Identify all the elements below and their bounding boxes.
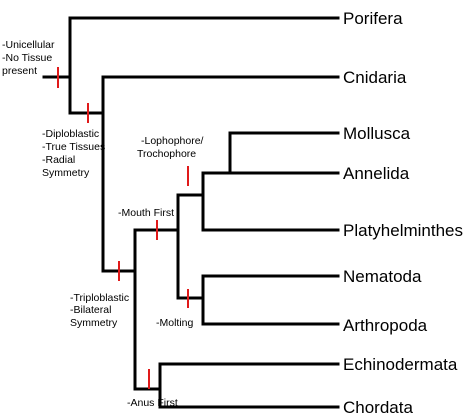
trait-unicellular-line2: -No Tissue xyxy=(2,52,52,64)
taxon-chordata: Chordata xyxy=(343,398,413,417)
taxon-echinodermata: Echinodermata xyxy=(343,355,458,374)
trait-lophophore-line1: -Lophophore/ xyxy=(141,135,204,147)
taxon-arthropoda: Arthropoda xyxy=(343,316,428,335)
trait-triploblastic-line3: Symmetry xyxy=(70,317,118,329)
taxon-annelida: Annelida xyxy=(343,164,410,183)
taxon-labels: Porifera Cnidaria Mollusca Annelida Plat… xyxy=(343,9,463,417)
trait-mouth-first: -Mouth First xyxy=(118,207,174,219)
trait-diploblastic-line1: -Diploblastic xyxy=(42,128,99,140)
trait-anus-first: -Anus First xyxy=(127,397,178,409)
trait-labels: -Unicellular -No Tissue present -Diplobl… xyxy=(2,39,204,409)
taxon-cnidaria: Cnidaria xyxy=(343,68,407,87)
trait-diploblastic-line2: -True Tissues xyxy=(42,141,105,153)
trait-diploblastic-line3: -Radial xyxy=(42,154,75,166)
trait-unicellular-line3: present xyxy=(2,65,37,77)
trait-unicellular-line1: -Unicellular xyxy=(2,39,55,51)
cladogram-branches xyxy=(42,16,340,409)
taxon-porifera: Porifera xyxy=(343,9,403,28)
trait-markers xyxy=(57,67,189,389)
trait-diploblastic-line4: Symmetry xyxy=(42,167,90,179)
taxon-nematoda: Nematoda xyxy=(343,267,422,286)
taxon-platyhelminthes: Platyhelminthes xyxy=(343,221,463,240)
trait-lophophore-line2: Trochophore xyxy=(137,148,196,160)
trait-triploblastic-line2: -Bilateral xyxy=(70,304,111,316)
trait-triploblastic-line1: -Triploblastic xyxy=(70,292,129,304)
trait-molting: -Molting xyxy=(156,317,194,329)
taxon-mollusca: Mollusca xyxy=(343,124,411,143)
